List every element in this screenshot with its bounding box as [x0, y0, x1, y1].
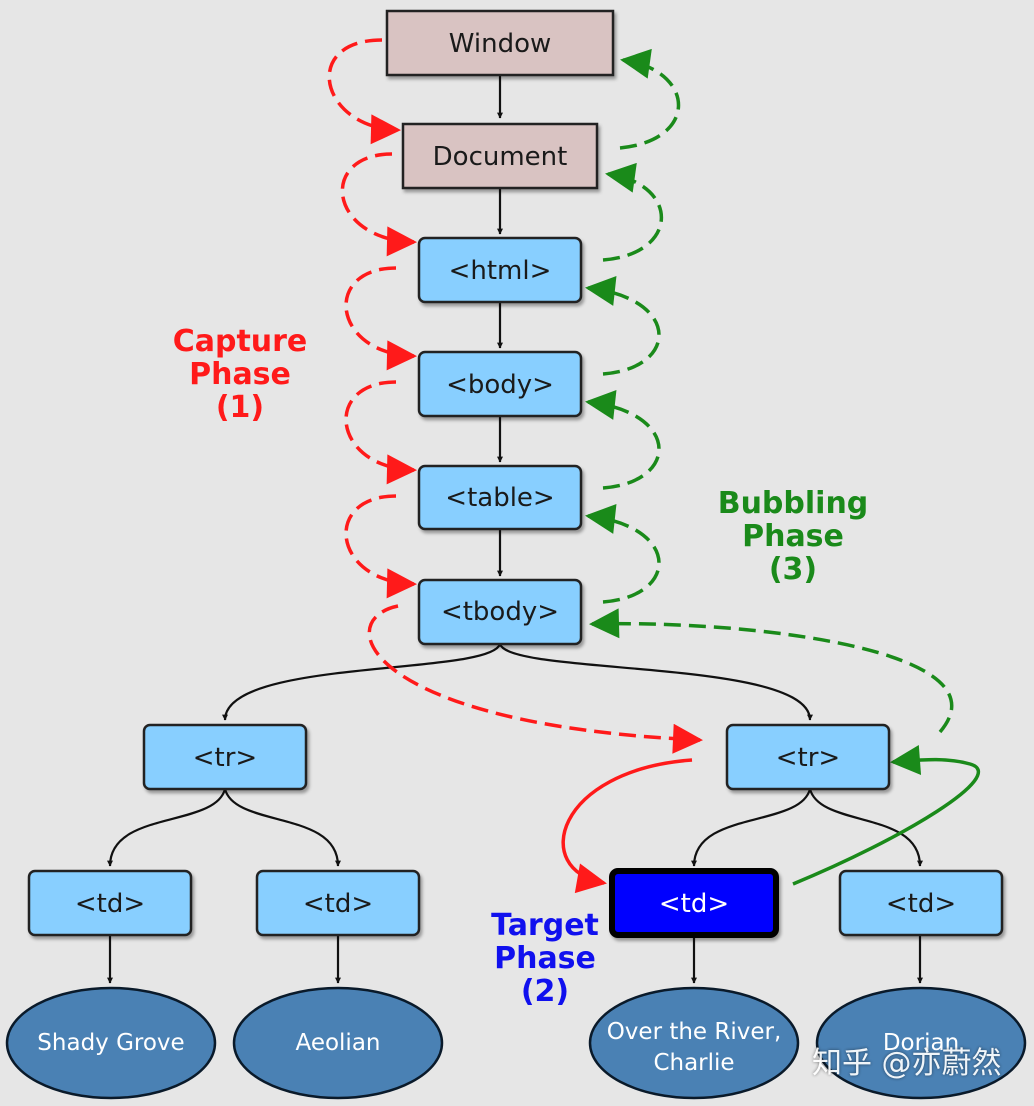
watermark: 知乎 @亦蔚然 [812, 1046, 1002, 1081]
bubbling-arrow-tr-tbody [589, 608, 954, 734]
bubbling-phase-line1: Bubbling [718, 486, 869, 521]
connector-tbody-tr-right [498, 643, 813, 721]
target-phase-label: Target Phase (2) [491, 908, 599, 1009]
node-html-label: <html> [449, 256, 552, 286]
leaf-shady-grove-label: Shady Grove [37, 1030, 184, 1056]
capture-arrow-tr-td-target [561, 758, 693, 894]
node-td-4-label: <td> [886, 889, 956, 919]
bubbling-arrow-document-window [619, 48, 681, 150]
node-window-label: Window [449, 29, 552, 59]
capture-arrow-body-table [344, 380, 417, 485]
bubbling-phase-line2: Phase [742, 519, 844, 554]
tree-connectors [107, 75, 923, 984]
leaf-aeolian: Aeolian [232, 986, 444, 1100]
node-td-2: <td> [255, 869, 421, 937]
capture-phase-line2: Phase [189, 357, 291, 392]
leaf-aeolian-label: Aeolian [295, 1030, 380, 1056]
node-td-target: <td> [609, 868, 779, 938]
leaf-over-the-river-line2: Charlie [653, 1050, 734, 1076]
connector-tr-right-td-target [691, 788, 812, 867]
bubbling-arrows [585, 48, 954, 734]
connector-tr-left-td-1 [107, 788, 227, 867]
node-tr-right-label: <tr> [776, 743, 840, 773]
bubbling-phase-line3: (3) [769, 552, 817, 587]
bubbling-arrow-body-html [585, 276, 661, 376]
node-tr-right: <tr> [725, 723, 891, 791]
capture-phase-label: Capture Phase (1) [173, 324, 308, 425]
connector-tr-left-td-2 [223, 788, 341, 867]
leaf-over-the-river: Over the River, Charlie [588, 986, 800, 1100]
connector-tbody-tr-left [222, 643, 502, 721]
node-window: Window [385, 9, 615, 77]
node-body: <body> [417, 350, 583, 418]
node-document: Document [401, 122, 599, 190]
connector-tr-right-td-4 [808, 788, 923, 867]
node-table-label: <table> [445, 483, 554, 513]
bubbling-arrow-tbody-table [585, 504, 661, 604]
node-document-label: Document [433, 142, 568, 172]
capture-arrow-document-html [340, 152, 417, 257]
leaf-dorian-label: Dorian [883, 1030, 959, 1056]
node-tbody-label: <tbody> [441, 597, 559, 627]
leaf-shady-grove: Shady Grove [5, 986, 217, 1100]
target-phase-line3: (2) [521, 974, 569, 1009]
node-html: <html> [417, 236, 583, 304]
bubbling-arrow-table-body [585, 390, 661, 490]
node-tr-left-label: <tr> [193, 743, 257, 773]
node-table: <table> [417, 464, 583, 531]
node-tr-left: <tr> [142, 723, 308, 791]
target-phase-line2: Phase [494, 941, 596, 976]
bubbling-arrow-html-document [602, 162, 664, 262]
leaf-over-the-river-line1: Over the River, [607, 1019, 782, 1045]
node-td-target-label: <td> [659, 889, 729, 919]
bubbling-arrow-td-target-tr [792, 745, 980, 886]
capture-arrow-window-document [327, 38, 401, 145]
node-td-1: <td> [27, 869, 193, 937]
node-tbody: <tbody> [417, 578, 583, 646]
capture-phase-line3: (1) [216, 390, 264, 425]
node-td-2-label: <td> [303, 889, 373, 919]
bubbling-phase-label: Bubbling Phase (3) [718, 486, 869, 587]
capture-arrows [327, 38, 703, 754]
node-td-4: <td> [838, 869, 1004, 937]
capture-arrow-html-body [344, 266, 417, 371]
target-phase-line1: Target [491, 908, 599, 943]
capture-arrow-tbody-tr [367, 604, 703, 754]
node-td-1-label: <td> [75, 889, 145, 919]
capture-arrow-table-tbody [344, 494, 417, 599]
capture-phase-line1: Capture [173, 324, 308, 359]
node-body-label: <body> [446, 370, 554, 400]
leaf-dorian: Dorian [815, 986, 1027, 1100]
